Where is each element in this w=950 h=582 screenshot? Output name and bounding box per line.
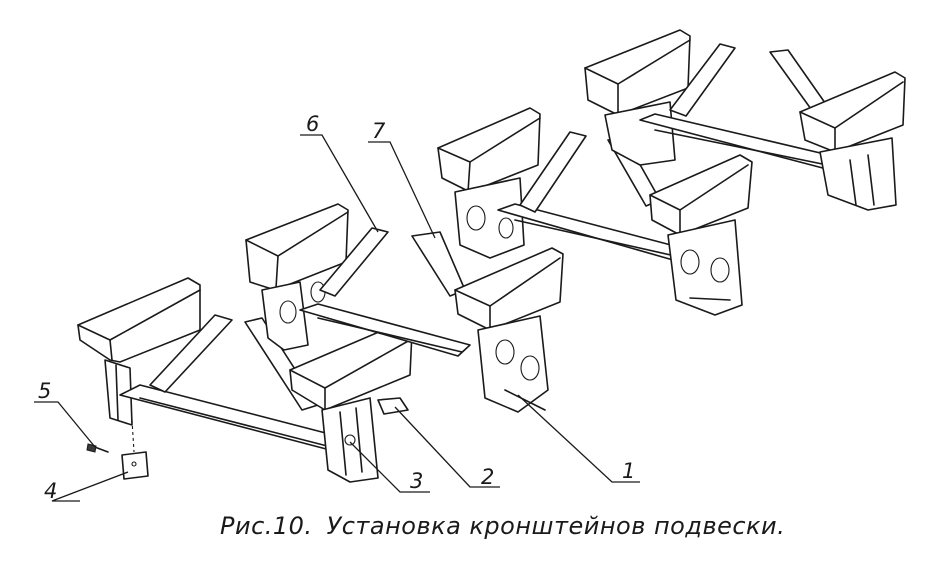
callout-3: 3 xyxy=(410,469,423,493)
callout-5: 5 xyxy=(38,379,51,403)
leader-lines xyxy=(34,134,640,502)
leader-7 xyxy=(368,141,436,239)
leader-3 xyxy=(349,441,430,493)
callout-2: 2 xyxy=(481,465,494,489)
leader-4 xyxy=(51,471,129,502)
figure-title: Установка кронштейнов подвески. xyxy=(326,512,786,540)
bracket-assembly-second xyxy=(245,203,564,413)
callout-labels: 1 2 3 4 5 6 7 xyxy=(38,112,635,503)
figure-caption: Рис.10. Установка кронштейнов подвески. xyxy=(220,512,820,540)
exploded-parts xyxy=(86,419,149,480)
leader-6 xyxy=(300,134,379,233)
callout-4: 4 xyxy=(44,479,57,503)
leader-2 xyxy=(394,406,500,488)
leader-1 xyxy=(517,394,640,483)
bracket-assembly-rear xyxy=(584,29,906,211)
bracket-assembly-front xyxy=(77,277,413,483)
figure-number: Рис.10. xyxy=(220,512,313,540)
leader-5 xyxy=(34,401,96,448)
bracket-assembly-third xyxy=(437,107,753,316)
callout-7: 7 xyxy=(372,119,386,143)
callout-6: 6 xyxy=(306,112,319,136)
callout-1: 1 xyxy=(622,459,635,483)
